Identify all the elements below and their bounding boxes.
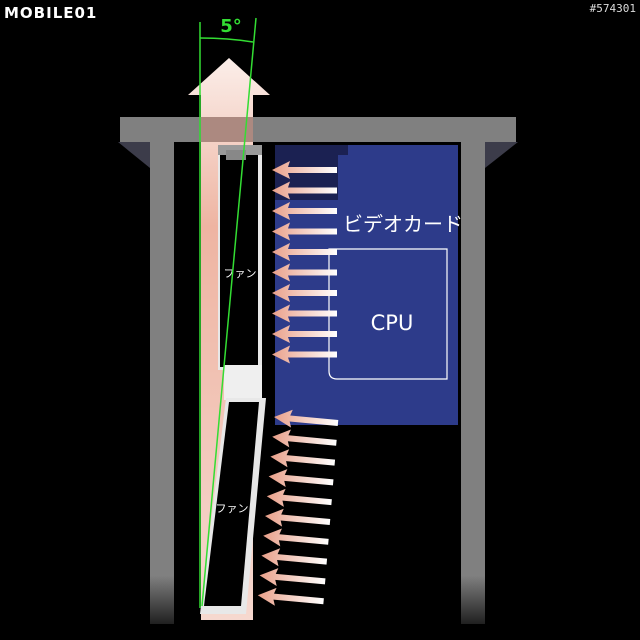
intake-arrow-upper [272, 222, 337, 241]
intake-arrow-upper [272, 263, 337, 282]
image-id: #574301 [589, 2, 636, 15]
frame-bracket-left [118, 142, 150, 168]
intake-arrow-lower [268, 469, 334, 488]
logo-text: MOBILE01 [4, 4, 98, 22]
intake-arrow-lower [257, 587, 324, 606]
intake-arrow-upper [272, 284, 337, 302]
intake-arrows [257, 161, 339, 606]
fan-lower: ファン [200, 398, 266, 614]
frame-top-bar [120, 117, 516, 142]
video-card-label: ビデオカード [343, 212, 463, 236]
angle-indicator: 5° [199, 16, 257, 608]
intake-arrow-lower [272, 429, 337, 448]
fan-lower-label: ファン [216, 502, 249, 515]
intake-arrow-upper [272, 181, 337, 200]
angle-label: 5° [220, 16, 242, 37]
intake-arrow-upper [272, 304, 337, 323]
intake-arrow-lower [266, 488, 332, 507]
intake-arrow-upper [272, 202, 337, 220]
intake-arrow-upper [272, 243, 337, 261]
frame-leg-left [150, 142, 174, 624]
fan-upper-label: ファン [224, 267, 257, 280]
frame-leg-right [461, 142, 485, 624]
intake-arrow-lower [259, 568, 326, 587]
intake-arrow-upper [272, 345, 337, 364]
intake-arrow-lower [270, 449, 336, 468]
intake-arrow-lower [274, 409, 339, 428]
frame-bracket-right [485, 142, 518, 168]
cpu-label: CPU [371, 311, 414, 335]
mobile01-logo: MOBILE01 [4, 4, 97, 22]
intake-arrow-upper [272, 161, 337, 179]
intake-arrow-lower [265, 508, 331, 527]
cpu-box [328, 248, 448, 380]
tilted-fan-line [201, 17, 257, 607]
intake-arrow-upper [272, 325, 337, 343]
angle-arc [199, 37, 254, 43]
intake-arrow-lower [263, 528, 329, 547]
intake-arrow-lower [261, 548, 328, 567]
